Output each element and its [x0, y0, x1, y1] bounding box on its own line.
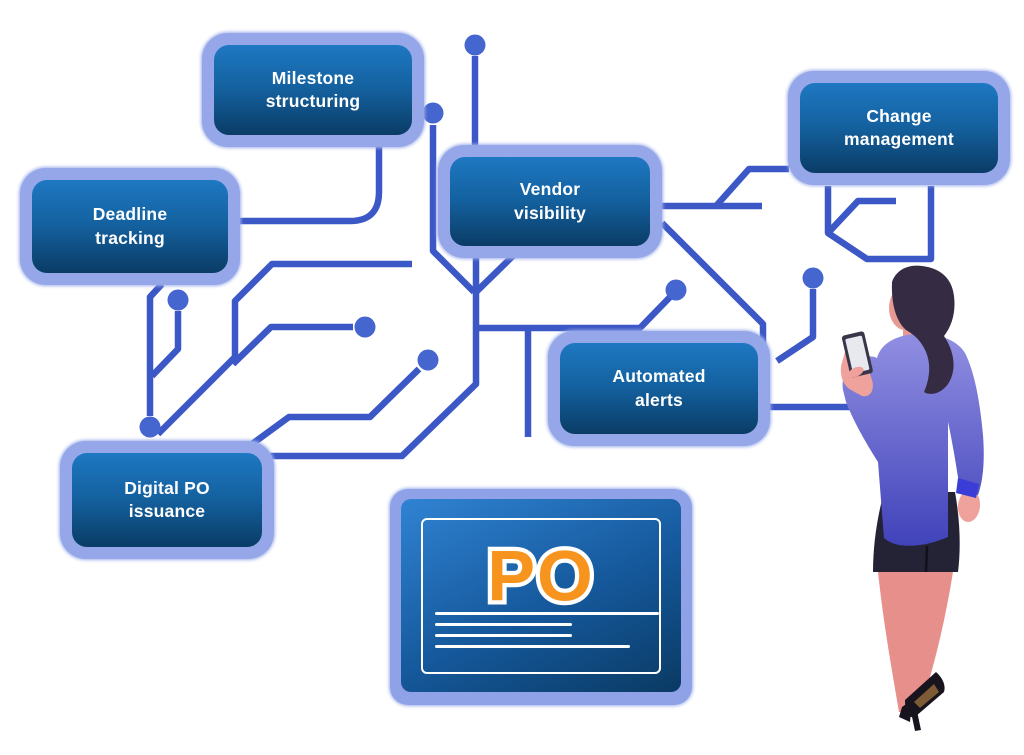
node-label-line: Automated: [612, 366, 706, 387]
po-text-line: [435, 634, 572, 637]
node-label-line: tracking: [95, 227, 165, 248]
node-label-line: Vendor: [519, 179, 581, 200]
circuit-node-dots: [139, 34, 824, 438]
node-change-management: Change management: [788, 71, 1010, 185]
node-label: Milestone structuring: [214, 45, 412, 135]
smartphone: [841, 331, 873, 378]
node-label-line: Change: [866, 105, 932, 126]
high-heel-shoes: [899, 672, 945, 731]
po-text-line: [435, 612, 659, 615]
node-label: Deadline tracking: [32, 180, 228, 273]
right-hand: [957, 490, 981, 522]
node-automated-alerts: Automated alerts: [548, 331, 770, 446]
node-vendor-visibility: Vendor visibility: [438, 145, 662, 258]
node-label-line: visibility: [513, 202, 587, 223]
sleeve-cuff: [956, 478, 979, 498]
po-title: PO: [483, 532, 597, 620]
node-label-line: alerts: [635, 389, 683, 410]
node-label: Automated alerts: [560, 343, 758, 434]
po-document-card: PO: [390, 489, 692, 705]
node-label-line: issuance: [128, 501, 206, 521]
po-document-frame: PO: [421, 518, 661, 674]
po-title-text: PO: [487, 536, 594, 616]
node-label-line: Milestone: [271, 67, 355, 88]
po-document-body: PO: [401, 499, 681, 692]
woman-illustration: [840, 265, 984, 731]
po-text-lines: [435, 612, 659, 656]
node-label: Digital PO issuance: [72, 453, 262, 547]
blouse: [842, 333, 984, 546]
node-label: Vendor visibility: [450, 157, 650, 246]
node-digital-po-issuance: Digital PO issuance: [60, 441, 274, 559]
hair: [891, 265, 955, 394]
node-label-line: Deadline: [92, 204, 168, 225]
legs: [878, 572, 953, 713]
node-label-line: management: [844, 129, 954, 149]
node-deadline-tracking: Deadline tracking: [20, 168, 240, 285]
node-label-line: structuring: [265, 91, 361, 111]
node-milestone-structuring: Milestone structuring: [202, 33, 424, 147]
finger: [848, 366, 864, 378]
node-label: Change management: [800, 83, 998, 173]
po-text-line: [435, 623, 572, 626]
node-label-line: Digital PO: [124, 477, 210, 498]
po-text-line: [435, 645, 630, 648]
